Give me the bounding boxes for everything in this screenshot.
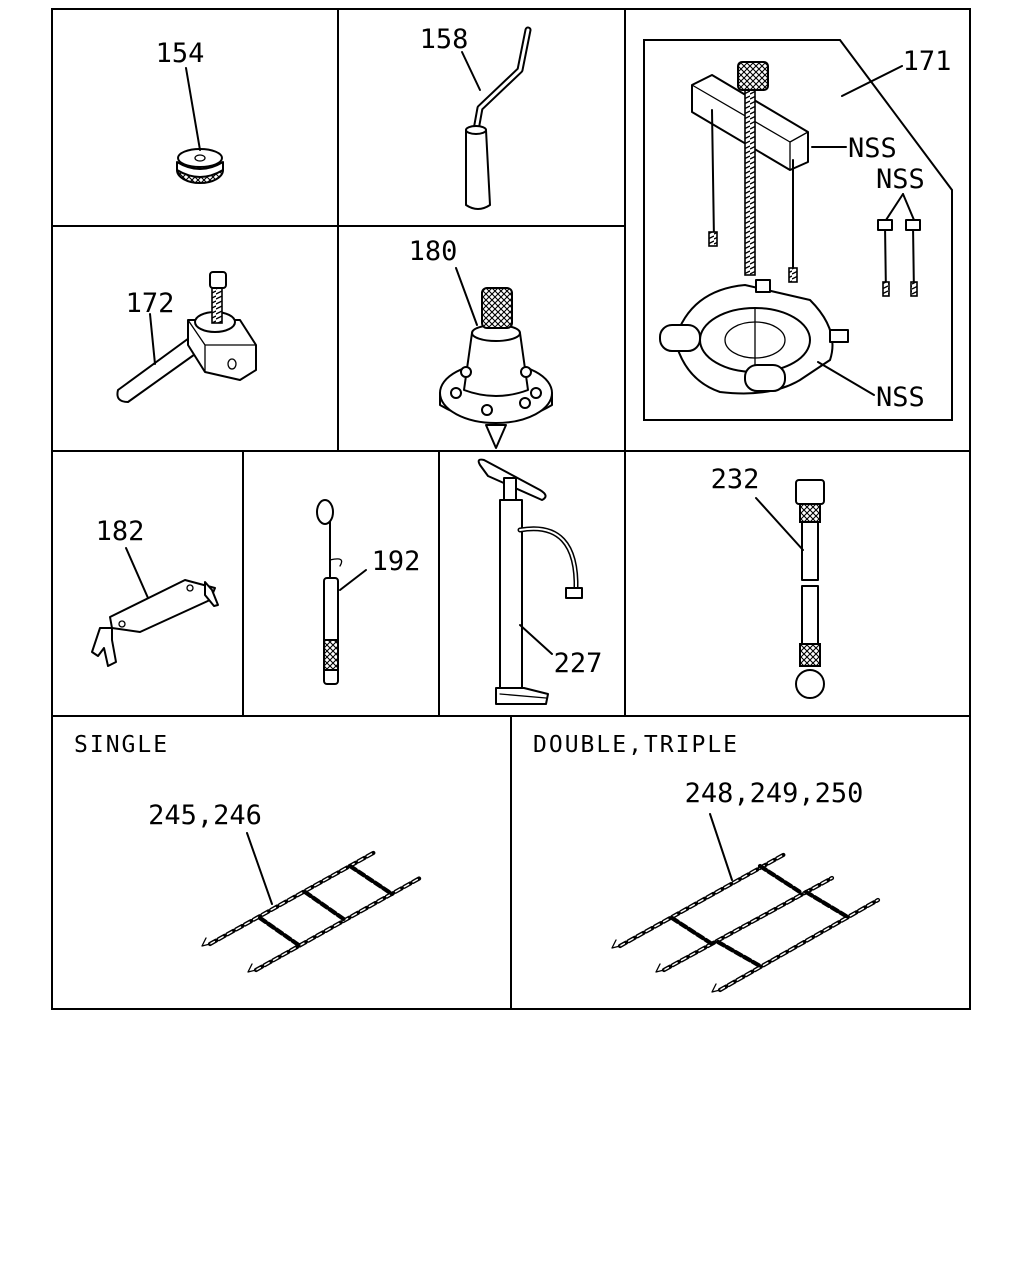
part-number-label: 245,246 (148, 800, 262, 831)
leader-line (125, 547, 149, 599)
knurled-nut-drawing (176, 148, 224, 184)
part-number-label: 171 (903, 46, 952, 77)
cell-part-227: 227 (477, 458, 603, 705)
tire-gauge-drawing (316, 499, 343, 685)
caption-double-triple: DOUBLE,TRIPLE (533, 732, 739, 758)
leader-line (709, 813, 733, 881)
leader-line (339, 569, 367, 591)
grid-frame (51, 8, 971, 1010)
cell-part-180: 180 (409, 236, 553, 449)
cell-part-172: 172 (116, 271, 257, 403)
leader-line (455, 267, 478, 326)
cell-part-158: 158 (420, 24, 532, 210)
cell-part-171: 171 NSS NSS NSS (643, 39, 953, 421)
double-triple-tire-chain-drawing (611, 851, 881, 993)
cell-part-182: 182 (91, 516, 219, 667)
leader-line (519, 624, 553, 655)
part-number-label: 182 (96, 516, 145, 547)
clamp-wrench-drawing (116, 271, 257, 403)
caption-single: SINGLE (74, 732, 169, 758)
cell-part-245-246: SINGLE 245,246 (74, 732, 423, 973)
puller-kit-drawing (659, 61, 921, 395)
nss-label-separator: NSS (876, 382, 925, 413)
part-number-label: 227 (554, 648, 603, 679)
nss-label-bolts: NSS (876, 164, 925, 195)
nss-label-crossbar: NSS (848, 133, 897, 164)
part-number-label: 158 (420, 24, 469, 55)
leader-line (902, 193, 915, 221)
leader-line (841, 65, 903, 97)
flange-tool-drawing (439, 287, 553, 449)
leader-line (185, 67, 201, 151)
single-tire-chain-drawing (201, 849, 423, 973)
crank-handle-drawing (465, 26, 532, 210)
part-number-label: 248,249,250 (685, 778, 864, 809)
leader-line (461, 51, 481, 91)
cell-part-154: 154 (156, 38, 224, 184)
kit-outline (643, 39, 953, 421)
part-number-label: 192 (372, 546, 421, 577)
leader-line (149, 313, 156, 365)
leader-line (755, 497, 804, 551)
cell-part-232: 232 (711, 464, 825, 699)
part-number-label: 154 (156, 38, 205, 69)
cell-part-192: 192 (316, 499, 421, 685)
extension-bar-drawing (795, 479, 825, 699)
leader-line (885, 193, 904, 221)
cell-part-248-249-250: DOUBLE,TRIPLE 248,249,250 (533, 732, 881, 993)
part-number-label: 232 (711, 464, 760, 495)
part-number-label: 180 (409, 236, 458, 267)
hand-pump-drawing (477, 458, 583, 705)
leader-line (817, 361, 875, 396)
leader-line (246, 832, 273, 905)
bracket-drawing (91, 579, 219, 667)
part-number-label: 172 (126, 288, 175, 319)
